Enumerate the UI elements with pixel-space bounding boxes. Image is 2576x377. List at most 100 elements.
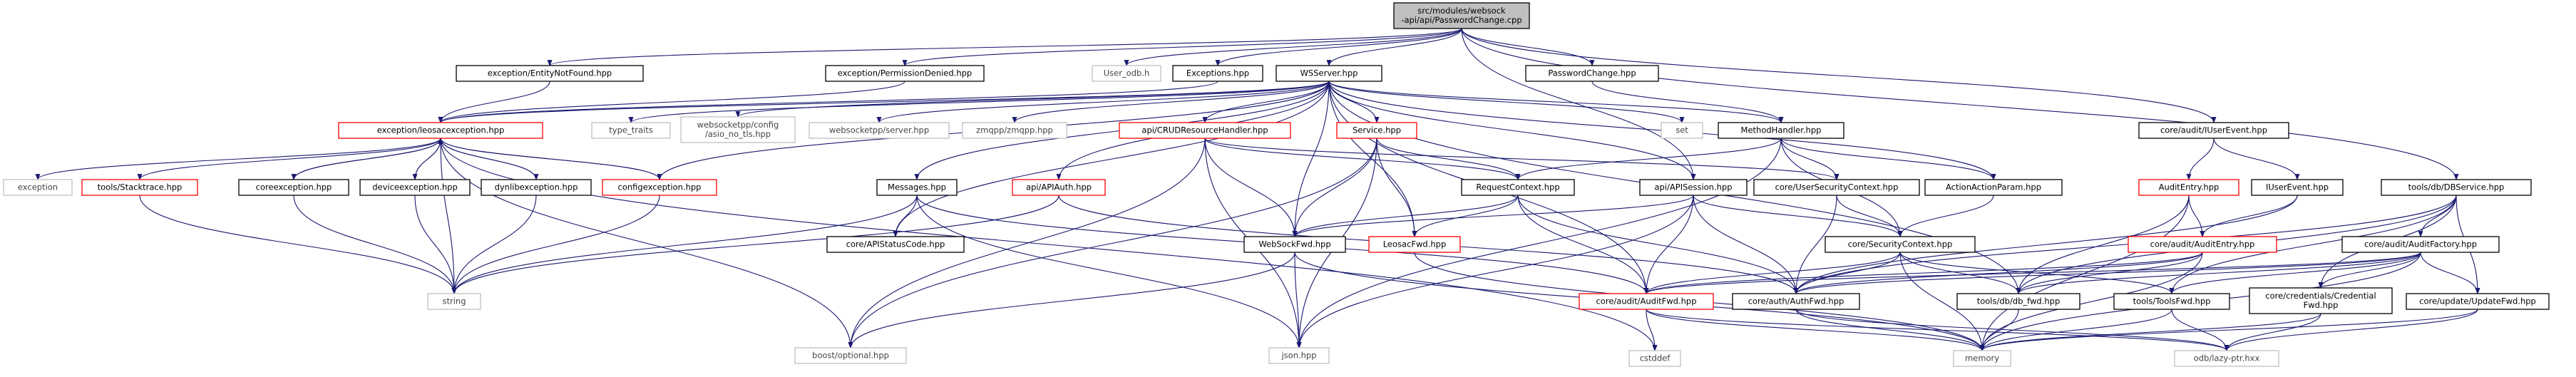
node-api-apisession-hpp[interactable]: api/APISession.hpp (1639, 179, 1748, 196)
node-service-hpp[interactable]: Service.hpp (1336, 122, 1417, 139)
node-core-audit-auditentry-hpp[interactable]: core/audit/AuditEntry.hpp (2128, 236, 2277, 253)
node-box (1956, 293, 2080, 310)
node-box (359, 179, 471, 196)
node-label: tools/ToolsFwd.hpp (2133, 296, 2211, 306)
node-box (1461, 179, 1575, 196)
node-label: Service.hpp (1353, 125, 1401, 135)
edge-crud-to-usersecctx (1204, 138, 1839, 180)
node-user-odb-h: User_odb.h (1092, 65, 1161, 82)
node-json-hpp: json.hpp (1268, 347, 1330, 364)
node-box (1172, 65, 1263, 82)
node-label: RequestContext.hpp (1476, 182, 1559, 192)
edge-auditauditentry-to-auditfwd (1643, 252, 2203, 294)
edge-coreexc-to-string (293, 195, 457, 294)
node-box (1628, 350, 1681, 367)
edge-updatefwd-to-memory (1979, 309, 2478, 351)
node-zmqpp-zmqpp-hpp: zmqpp/zmqpp.hpp (962, 122, 1067, 139)
edge-apisession-to-websockfwd (1292, 195, 1694, 237)
edge-messages-to-string (451, 195, 918, 294)
node-label: websocketpp/server.hpp (829, 125, 929, 135)
node-deviceexception-hpp[interactable]: deviceexception.hpp (359, 179, 471, 196)
edge-auditfactory-to-credfwd (2318, 252, 2421, 289)
node-core-audit-auditfactory-hpp[interactable]: core/audit/AuditFactory.hpp (2341, 236, 2500, 253)
edge-apiauth-to-string (451, 195, 1059, 294)
node-core-auth-authfwd-hpp[interactable]: core/auth/AuthFwd.hpp (1732, 293, 1860, 310)
node-api-crudresourcehandler-hpp[interactable]: api/CRUDResourceHandler.hpp (1119, 122, 1291, 139)
node-box (602, 179, 717, 196)
node-tools-toolsfwd-hpp[interactable]: tools/ToolsFwd.hpp (2113, 293, 2230, 310)
node-core-update-updatefwd-hpp[interactable]: core/update/UpdateFwd.hpp (2406, 293, 2550, 310)
node-src-modules-websock-api-api-passwordchange-cpp[interactable]: src/modules/websock-api/api/PasswordChan… (1393, 2, 1530, 29)
edge-auditfactory-to-updatefwd (2420, 252, 2480, 294)
edge-service-to-websockfwd (1292, 138, 1377, 237)
node-box (1268, 347, 1330, 364)
edge-auditfwd-to-cstddef (1646, 309, 1658, 351)
node-tools-db-dbservice-hpp[interactable]: tools/db/DBService.hpp (2381, 179, 2532, 196)
node-coreexception-hpp[interactable]: coreexception.hpp (238, 179, 349, 196)
node-leosacfwd-hpp[interactable]: LeosacFwd.hpp (1368, 236, 1461, 253)
node-label: string (442, 296, 466, 306)
node-box (1393, 2, 1530, 29)
edge-leosacexc-to-cstddef (440, 138, 1658, 351)
node-exception-permissiondenied-hpp[interactable]: exception/PermissionDenied.hpp (825, 65, 985, 82)
node-core-apistatuscode-hpp[interactable]: core/APIStatusCode.hpp (826, 236, 965, 253)
node-core-securitycontext-hpp[interactable]: core/SecurityContext.hpp (1825, 236, 1976, 253)
edge-toolsfwd-to-lazyptr (2171, 309, 2229, 351)
node-tools-stacktrace-hpp[interactable]: tools/Stacktrace.hpp (81, 179, 198, 196)
node-wsserver-hpp[interactable]: WSServer.hpp (1276, 65, 1382, 82)
edge-methodhandler-to-requestctx (1515, 138, 1782, 180)
edge-dbservice-to-authfwd (1793, 195, 2457, 294)
node-dynlibexception-hpp[interactable]: dynlibexception.hpp (481, 179, 592, 196)
node-methodhandler-hpp[interactable]: MethodHandler.hpp (1718, 122, 1844, 139)
node-label: core/APIStatusCode.hpp (846, 239, 945, 249)
node-box (2406, 293, 2550, 310)
node-box (1368, 236, 1461, 253)
node-core-usersecuritycontext-hpp[interactable]: core/UserSecurityContext.hpp (1753, 179, 1920, 196)
node-set: set (1661, 122, 1703, 139)
edge-wsserver-to-leosacexc (438, 81, 1330, 123)
edge-root-to-entitynotfound (547, 28, 1462, 66)
node-label: core/update/UpdateFwd.hpp (2419, 296, 2536, 306)
node-passwordchange-hpp[interactable]: PasswordChange.hpp (1525, 65, 1659, 82)
node-label: core/audit/AuditFwd.hpp (1596, 296, 1696, 306)
node-type-traits: type_traits (591, 122, 671, 139)
node-iuserevent-hpp[interactable]: IUserEvent.hpp (2251, 179, 2344, 196)
node-exception-entitynotfound-hpp[interactable]: exception/EntityNotFound.hpp (456, 65, 644, 82)
node-messages-hpp[interactable]: Messages.hpp (876, 179, 958, 196)
node-requestcontext-hpp[interactable]: RequestContext.hpp (1461, 179, 1575, 196)
node-configexception-hpp[interactable]: configexception.hpp (602, 179, 717, 196)
edge-permissiondenied-to-leosacexc (438, 81, 905, 123)
edge-messages-to-statuscode (893, 195, 918, 237)
node-label: api/APISession.hpp (1654, 182, 1732, 192)
edge-credfwd-to-memory (1979, 313, 2321, 351)
edge-auditfwd-to-lazyptr (1646, 309, 2229, 351)
edge-wsserver-to-set (1328, 81, 1685, 123)
node-label: set (1676, 125, 1688, 135)
node-api-apiauth-hpp[interactable]: api/APIAuth.hpp (1012, 179, 1106, 196)
node-label: core/UserSecurityContext.hpp (1775, 182, 1899, 192)
edge-wsserver-to-crud (1202, 81, 1330, 123)
node-exception-leosacexception-hpp[interactable]: exception/leosacexception.hpp (338, 122, 543, 139)
node-core-audit-auditfwd-hpp[interactable]: core/audit/AuditFwd.hpp (1579, 293, 1714, 310)
node-tools-db-db-fwd-hpp[interactable]: tools/db/db_fwd.hpp (1956, 293, 2080, 310)
node-box (1718, 122, 1844, 139)
node-actionactionparam-hpp[interactable]: ActionActionParam.hpp (1924, 179, 2063, 196)
edge-requestctx-to-auditfwd (1517, 195, 1649, 294)
node-box (1525, 65, 1659, 82)
node-box (338, 122, 543, 139)
edge-root-to-apisession (1461, 28, 1696, 180)
node-core-audit-iuserevent-hpp[interactable]: core/audit/IUserEvent.hpp (2138, 122, 2289, 139)
node-box (3, 179, 73, 196)
node-label: memory (1965, 353, 1999, 363)
edge-userevent-to-ieventevent (2213, 138, 2300, 180)
edge-crud-to-requestctx (1204, 138, 1521, 180)
edge-wsserver-to-asionotls (735, 81, 1330, 118)
node-box (962, 122, 1067, 139)
node-auditentry-hpp[interactable]: AuditEntry.hpp (2138, 179, 2239, 196)
node-exceptions-hpp[interactable]: Exceptions.hpp (1172, 65, 1263, 82)
node-websockfwd-hpp[interactable]: WebSockFwd.hpp (1243, 236, 1346, 253)
node-label: src/modules/websock (1417, 6, 1506, 16)
edge-leosacexc-to-string (440, 138, 457, 294)
